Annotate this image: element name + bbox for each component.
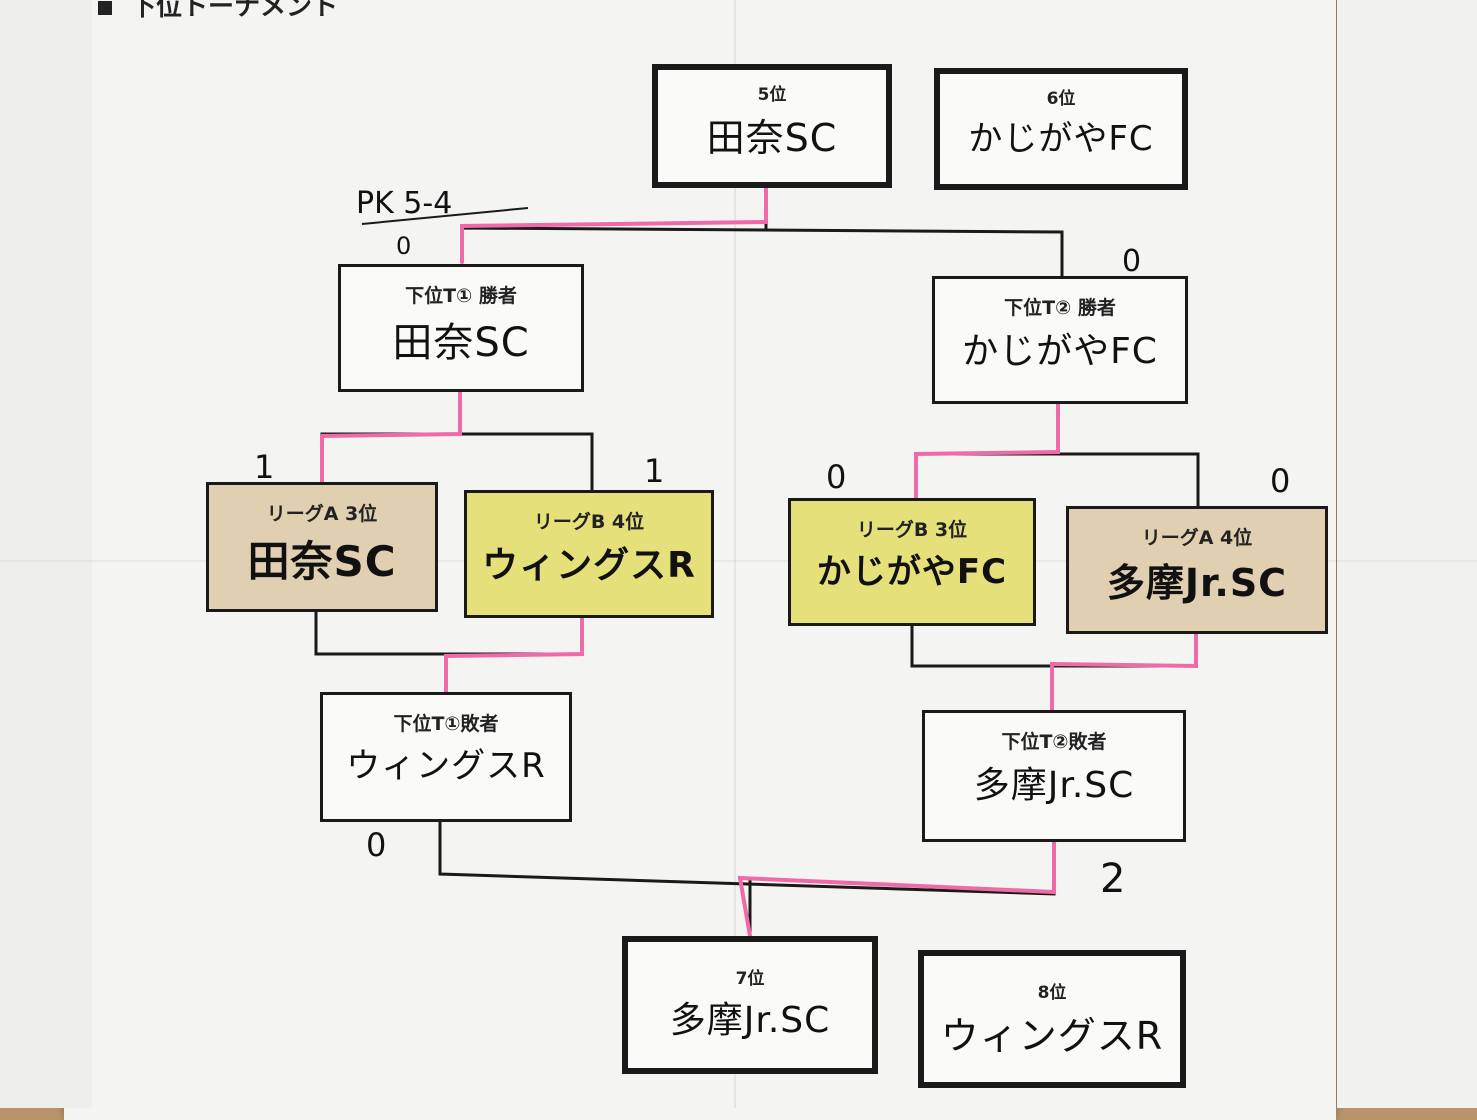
place7-box: 7位 多摩Jr.SC	[622, 936, 878, 1074]
loser2-name: 多摩Jr.SC	[973, 765, 1135, 806]
winner2-name: かじがやFC	[962, 331, 1158, 372]
loser2-label: 下位T②敗者	[1001, 731, 1107, 753]
place8-box: 8位 ウィングスR	[918, 950, 1186, 1088]
r1-team3-label: リーグB 3位	[856, 519, 968, 541]
winner1-score: 0	[396, 232, 412, 260]
winner2-box: 下位T② 勝者 かじがやFC	[932, 276, 1188, 404]
winner1-box: 下位T① 勝者 田奈SC	[338, 264, 584, 392]
loser1-score: 0	[366, 826, 387, 864]
place5-box: 5位 田奈SC	[652, 64, 892, 188]
page-title: 下位トーナメント	[98, 0, 338, 23]
place8-label: 8位	[1037, 983, 1067, 1003]
loser1-label: 下位T①敗者	[393, 713, 499, 735]
r1-team4-name: 多摩Jr.SC	[1106, 561, 1288, 605]
r1-team3-name: かじがやFC	[816, 552, 1008, 592]
r1-team2-name: ウィングスR	[482, 545, 696, 586]
place6-label: 6位	[1046, 89, 1076, 109]
title-text: 下位トーナメント	[130, 0, 339, 22]
winner2-score: 0	[1122, 244, 1142, 279]
left-sheet-edge	[0, 0, 92, 1108]
winner1-name: 田奈SC	[392, 320, 530, 366]
r1-team3-score: 0	[826, 458, 847, 496]
winner-path-r1-right	[914, 402, 1060, 504]
pk-note: PK 5-4	[356, 186, 453, 221]
r1-team3-box: リーグB 3位 かじがやFC	[788, 498, 1036, 626]
r1-team1-label: リーグA 3位	[266, 503, 378, 525]
loser2-box: 下位T②敗者 多摩Jr.SC	[922, 710, 1186, 842]
place6-box: 6位 かじがやFC	[934, 68, 1188, 190]
r1-team1-name: 田奈SC	[247, 537, 397, 586]
right-sheet-edge	[1337, 0, 1477, 1108]
loser-path-left	[444, 616, 584, 694]
place8-name: ウィングスR	[940, 1014, 1164, 1058]
loser-path-right	[1050, 630, 1198, 712]
sheet-seam	[734, 0, 736, 1108]
winner1-label: 下位T① 勝者	[405, 285, 517, 307]
r1-team2-box: リーグB 4位 ウィングスR	[464, 490, 714, 618]
r1-team1-box: リーグA 3位 田奈SC	[206, 482, 438, 612]
loser2-score: 2	[1100, 856, 1126, 902]
place7-label: 7位	[735, 969, 765, 989]
place5-name: 田奈SC	[706, 116, 838, 160]
winner2-label: 下位T② 勝者	[1004, 297, 1116, 319]
r1-team2-score: 1	[644, 452, 665, 490]
winner-path-r1-left	[320, 390, 462, 484]
winner-path-final	[460, 186, 768, 264]
r1-team2-label: リーグB 4位	[533, 511, 645, 533]
r1-team1-score: 1	[254, 448, 275, 486]
loser1-box: 下位T①敗者 ウィングスR	[320, 692, 572, 822]
place7-name: 多摩Jr.SC	[669, 1000, 831, 1041]
place6-name: かじがやFC	[968, 119, 1154, 159]
loser-left-line	[314, 612, 584, 656]
r1-team4-score: 0	[1270, 462, 1291, 500]
place5-label: 5位	[757, 85, 787, 105]
r1-team4-box: リーグA 4位 多摩Jr.SC	[1066, 506, 1328, 634]
r1-team4-label: リーグA 4位	[1141, 527, 1253, 549]
loser1-name: ウィングスR	[346, 746, 546, 786]
winner-path-placement	[737, 840, 1056, 938]
bullet-square-icon	[98, 0, 112, 15]
sheet-fold	[0, 560, 1477, 562]
